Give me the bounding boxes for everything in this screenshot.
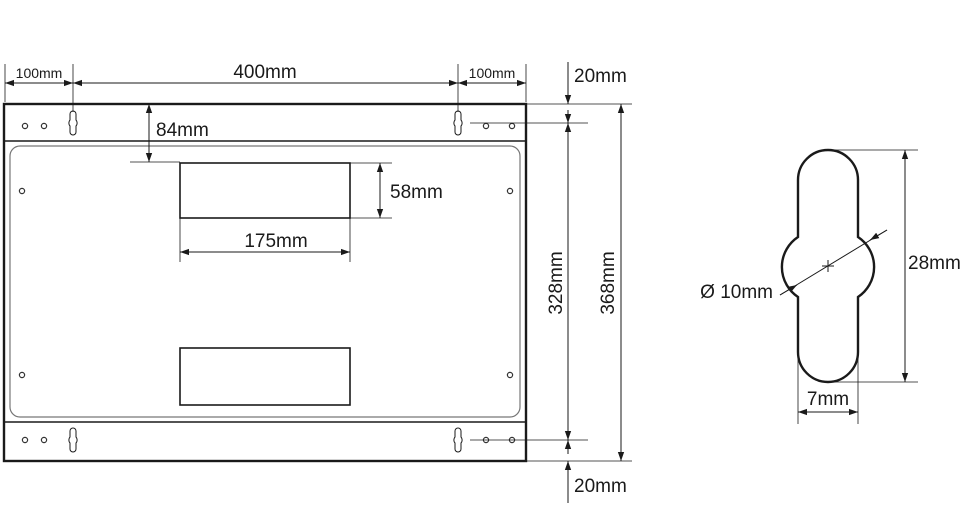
dim-cutout-width-label: 175mm	[244, 231, 307, 252]
mounting-slot-bottom-right	[453, 427, 463, 453]
screw-hole	[21, 122, 29, 130]
screw-hole	[18, 187, 26, 195]
keyhole-detail: Ø 10mm 28mm 7mm	[700, 148, 961, 424]
upper-cutout	[179, 162, 351, 219]
cutout-width-dimension: 175mm	[179, 218, 351, 262]
dim-left-margin-label: 100mm	[16, 65, 63, 81]
dim-center-span-label: 400mm	[233, 62, 296, 83]
dim-slot-width-label: 7mm	[807, 389, 849, 410]
screw-hole	[482, 122, 490, 130]
screw-holes	[18, 122, 516, 444]
screw-hole	[506, 371, 514, 379]
dim-total-height-label: 368mm	[598, 251, 619, 314]
screw-hole	[18, 371, 26, 379]
dim-inner-height-label: 328mm	[546, 251, 567, 314]
dim-bottom-strip-label: 20mm	[574, 476, 627, 497]
dim-cutout-height-label: 58mm	[390, 182, 443, 203]
panel	[2, 102, 528, 463]
panel-outline	[2, 102, 528, 463]
screw-hole	[506, 187, 514, 195]
mounting-slot-bottom-left	[68, 427, 78, 453]
dim-top-strip-label: 20mm	[574, 66, 627, 87]
mounting-slots	[68, 110, 463, 453]
screw-hole	[508, 122, 516, 130]
screw-hole	[21, 436, 29, 444]
screw-hole	[40, 436, 48, 444]
panel-inner-border	[9, 145, 521, 418]
lower-cutout	[179, 347, 351, 406]
mounting-slot-top-left	[68, 110, 78, 136]
screw-hole	[40, 122, 48, 130]
right-dimensions: 20mm 328mm 368mm 20mm	[470, 62, 632, 503]
dim-right-margin-label: 100mm	[469, 65, 516, 81]
cutout-offset-dimension: 84mm	[130, 104, 209, 163]
mounting-slot-top-right	[453, 110, 463, 136]
top-dimensions: 100mm 400mm 100mm	[4, 62, 527, 112]
cutout-height-dimension: 58mm	[350, 162, 443, 219]
dim-slot-diameter-label: Ø 10mm	[700, 282, 773, 303]
dim-slot-height-label: 28mm	[908, 253, 961, 274]
dim-cutout-offset-label: 84mm	[156, 120, 209, 141]
keyhole-outline	[780, 148, 876, 384]
